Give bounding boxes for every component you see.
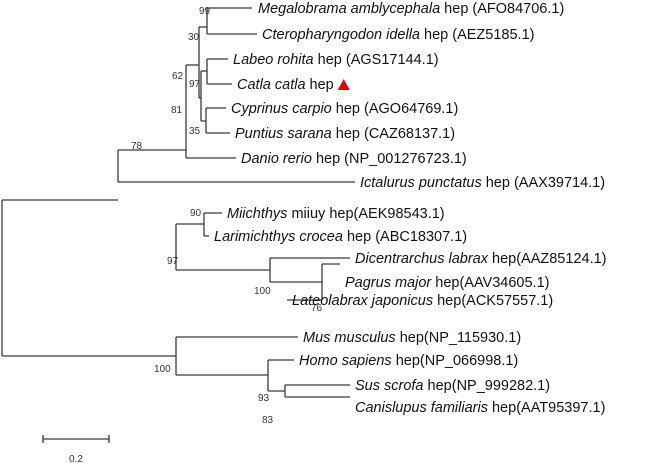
taxon-label: Danio rerio hep (NP_001276723.1) (241, 151, 467, 167)
scale-bar: 0.2 (42, 435, 110, 465)
species-name: Danio rerio (241, 151, 312, 167)
taxon-label: Miichthys miiuy hep(AEK98543.1) (227, 206, 445, 222)
species-name: Homo sapiens (299, 353, 392, 369)
gene-name: hep (306, 77, 334, 93)
bootstrap-value: 62 (172, 71, 184, 82)
bootstrap-value: 81 (171, 105, 183, 116)
gene-name: hep (482, 175, 510, 191)
bootstrap-value: 35 (189, 126, 201, 137)
gene-name: hep (332, 126, 360, 142)
bootstrap-value: 99 (199, 6, 211, 17)
gene-name: hep (343, 229, 371, 245)
bootstrap-value: 93 (258, 393, 270, 404)
accession-number: (ABC18307.1) (371, 229, 467, 245)
taxon-label: Sus scrofa hep(NP_999282.1) (355, 378, 550, 394)
accession-number: (AEZ5185.1) (448, 27, 534, 43)
species-name: Miichthys (227, 206, 287, 222)
accession-number: (NP_115930.1) (424, 330, 521, 346)
bootstrap-value: 76 (311, 303, 323, 314)
accession-number: (ACK57557.1) (461, 293, 553, 309)
gene-name: hep (488, 251, 516, 267)
accession-number: (NP_066998.1) (420, 353, 518, 369)
gene-name: hep (396, 330, 424, 346)
gene-name: hep (392, 353, 420, 369)
bootstrap-value: 78 (131, 141, 143, 152)
species-name: Cteropharyngodon idella (262, 27, 420, 43)
scale-bar-label: 0.2 (69, 454, 83, 465)
accession-number: (NP_999282.1) (452, 378, 550, 394)
red-triangle-marker-icon (337, 79, 350, 90)
taxon-label: Puntius sarana hep (CAZ68137.1) (235, 126, 455, 142)
bootstrap-value: 100 (254, 286, 271, 297)
species-name: Lateolabrax japonicus (292, 293, 433, 309)
accession-number: (CAZ68137.1) (360, 126, 455, 142)
species-name: Ictalurus punctatus (360, 175, 482, 191)
bootstrap-value: 100 (154, 364, 171, 375)
accession-number: (AFO84706.1) (468, 1, 564, 17)
taxon-label: Labeo rohita hep (AGS17144.1) (233, 52, 439, 68)
taxon-label: Larimichthys crocea hep (ABC18307.1) (214, 229, 467, 245)
bootstrap-value: 30 (188, 32, 200, 43)
taxon-label: Mus musculus hep(NP_115930.1) (303, 330, 521, 346)
gene-name: hep (440, 1, 468, 17)
bootstrap-value: 83 (262, 415, 274, 426)
species-name: Cyprinus carpio (231, 101, 332, 117)
taxon-label: Lateolabrax japonicus hep(ACK57557.1) (292, 293, 553, 309)
species-name: Canislupus familiaris (355, 400, 488, 416)
species-name: Mus musculus (303, 330, 396, 346)
species-name: Larimichthys crocea (214, 229, 343, 245)
gene-name: hep (424, 378, 452, 394)
taxon-label: Cteropharyngodon idella hep (AEZ5185.1) (262, 27, 534, 43)
taxon-label: Homo sapiens hep(NP_066998.1) (299, 353, 518, 369)
scale-bar-line (42, 435, 110, 443)
bootstrap-values: 99 30 97 62 35 81 78 90 97 100 76 100 93 83 (131, 6, 323, 426)
species-name: Dicentrarchus labrax (355, 251, 489, 267)
species-name: Pagrus major (345, 275, 432, 291)
gene-name: hep (433, 293, 461, 309)
bootstrap-value: 97 (189, 79, 201, 90)
species-name: Megalobrama amblycephala (258, 1, 440, 17)
taxon-label: Cyprinus carpio hep (AGO64769.1) (231, 101, 458, 117)
gene-name: hep (420, 27, 448, 43)
accession-number: (AAT95397.1) (516, 400, 605, 416)
accession-number: (AGO64769.1) (360, 101, 458, 117)
accession-number: (AAV34605.1) (459, 275, 549, 291)
taxon-label: Ictalurus punctatus hep (AAX39714.1) (360, 175, 605, 191)
tree-branches (1, 7, 355, 398)
accession-number: (NP_001276723.1) (340, 151, 467, 167)
taxon-label: Dicentrarchus labrax hep(AAZ85124.1) (355, 251, 607, 267)
taxon-label: Pagrus major hep(AAV34605.1) (345, 275, 549, 291)
accession-number: (AAZ85124.1) (516, 251, 606, 267)
species-name: Sus scrofa (355, 378, 424, 394)
gene-name: hep (488, 400, 516, 416)
accession-number: (AEK98543.1) (354, 206, 445, 222)
gene-name: hep (332, 101, 360, 117)
bootstrap-value: 90 (190, 208, 202, 219)
species-name: Labeo rohita (233, 52, 314, 68)
species-name: Catla catla (237, 77, 306, 93)
taxon-label: Canislupus familiaris hep(AAT95397.1) (355, 400, 605, 416)
taxon-label: Megalobrama amblycephala hep (AFO84706.1… (258, 1, 564, 17)
species-name: Puntius sarana (235, 126, 332, 142)
gene-name: hep (431, 275, 459, 291)
gene-name: hep (314, 52, 342, 68)
gene-name: miiuy hep (287, 206, 353, 222)
taxon-label: Catla catla hep (237, 77, 334, 93)
accession-number: (AAX39714.1) (510, 175, 605, 191)
gene-name: hep (312, 151, 340, 167)
taxon-labels: Megalobrama amblycephala hep (AFO84706.1… (214, 1, 607, 416)
bootstrap-value: 97 (167, 256, 179, 267)
accession-number: (AGS17144.1) (342, 52, 439, 68)
